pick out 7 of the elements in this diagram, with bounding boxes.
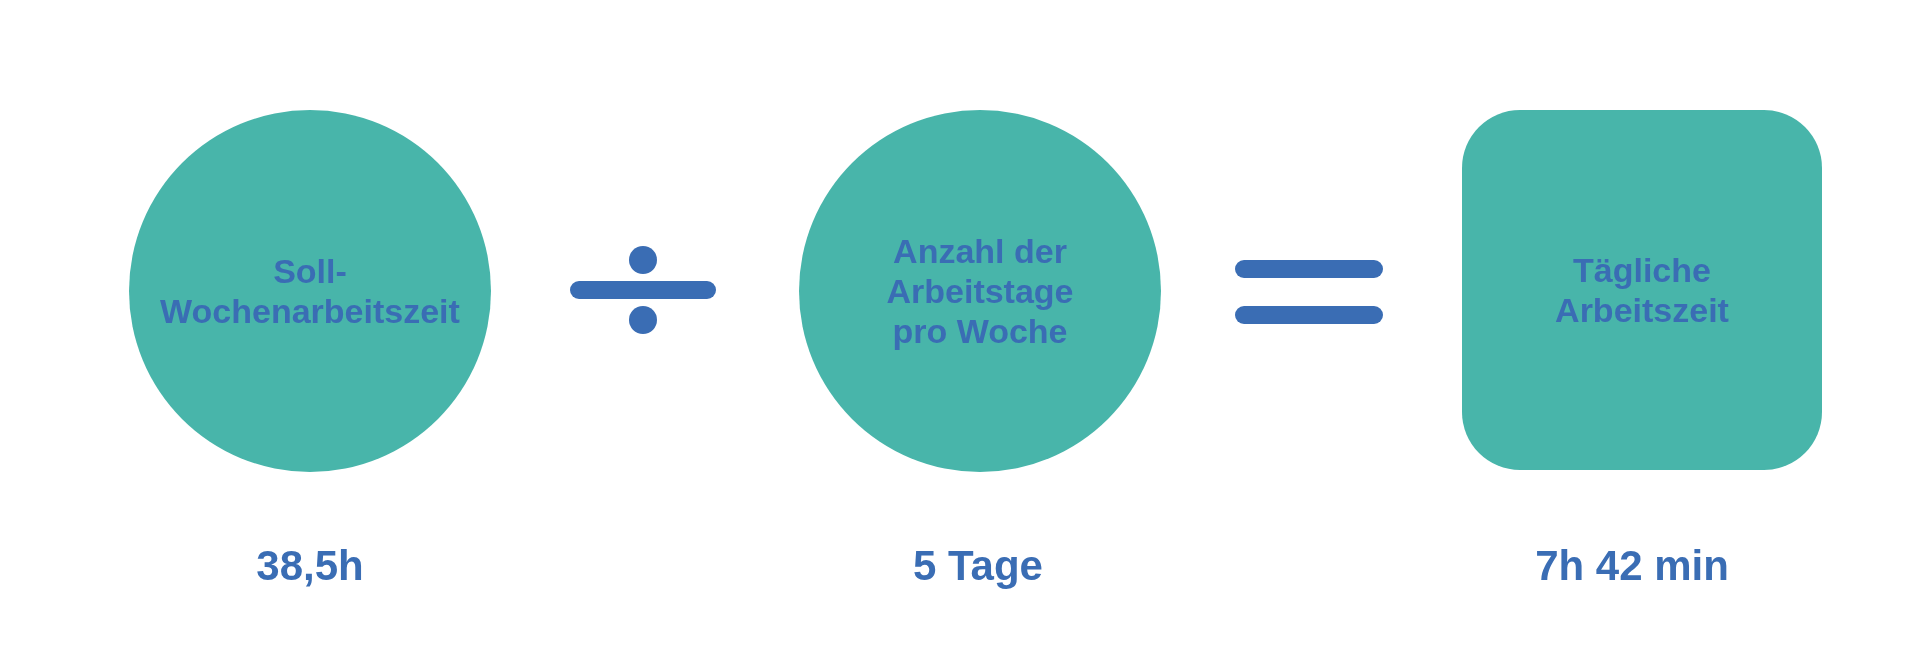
node-label: Anzahl der Arbeitstage pro Woche (885, 231, 1075, 351)
value-label: 7h 42 min (1535, 542, 1729, 590)
rounded-square-node (1462, 110, 1822, 470)
value-label: 38,5h (256, 542, 364, 590)
node-label: Tägliche Arbeitszeit (1554, 250, 1730, 330)
node-label: Soll-Wochenarbeitszeit (159, 251, 461, 331)
value-label: 5 Tage (913, 542, 1043, 590)
